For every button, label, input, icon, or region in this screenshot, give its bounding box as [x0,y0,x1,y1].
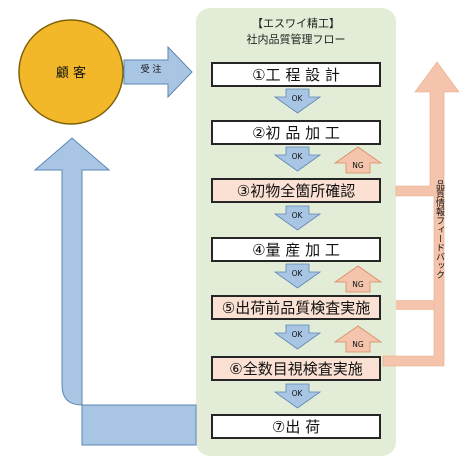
step-first-article-machining: ②初 品 加 工 [211,120,381,145]
step-mass-production: ④量 産 加 工 [211,237,381,262]
step-shipping: ⑦出 荷 [211,414,381,439]
ok-arrow-5 [273,324,322,350]
ng-arrow-3 [333,325,383,353]
feedback-label: 品質情報フィードバック [434,180,444,279]
ok-arrow-2 [273,146,322,172]
ng-arrow-1 [333,146,383,174]
ok-label: OK [291,269,303,278]
panel-company-name: 【エスワイ精工】 [252,17,340,30]
ok-arrow-4 [273,263,322,289]
feedback-loop-arrow [382,61,460,367]
ok-arrow-6 [273,383,322,409]
ok-label: OK [291,152,303,161]
shipping-return-arrow [33,137,197,446]
panel-title: 社内品質管理フロー [246,33,346,46]
order-label: 受 注 [140,65,162,75]
feedback-branch-5 [396,300,434,310]
ok-arrow-3 [273,205,322,231]
step-process-design: ①工 程 設 計 [211,62,381,87]
customer-circle [18,19,124,125]
ok-label: OK [291,330,303,339]
customer-label: 顧 客 [55,66,87,81]
ng-label: NG [352,340,364,349]
step-pre-shipment-inspection: ⑤出荷前品質検査実施 [211,295,381,320]
ng-label: NG [352,161,364,170]
ng-arrow-2 [333,265,383,293]
ok-label: OK [291,389,303,398]
ok-label: OK [291,211,303,220]
step-first-article-full-inspection: ③初物全箇所確認 [211,178,381,203]
ok-label: OK [291,94,303,103]
step-full-visual-inspection: ⑥全数目視検査実施 [211,356,381,381]
ok-arrow-1 [273,88,322,114]
order-arrow [123,45,193,99]
ng-label: NG [352,280,364,289]
